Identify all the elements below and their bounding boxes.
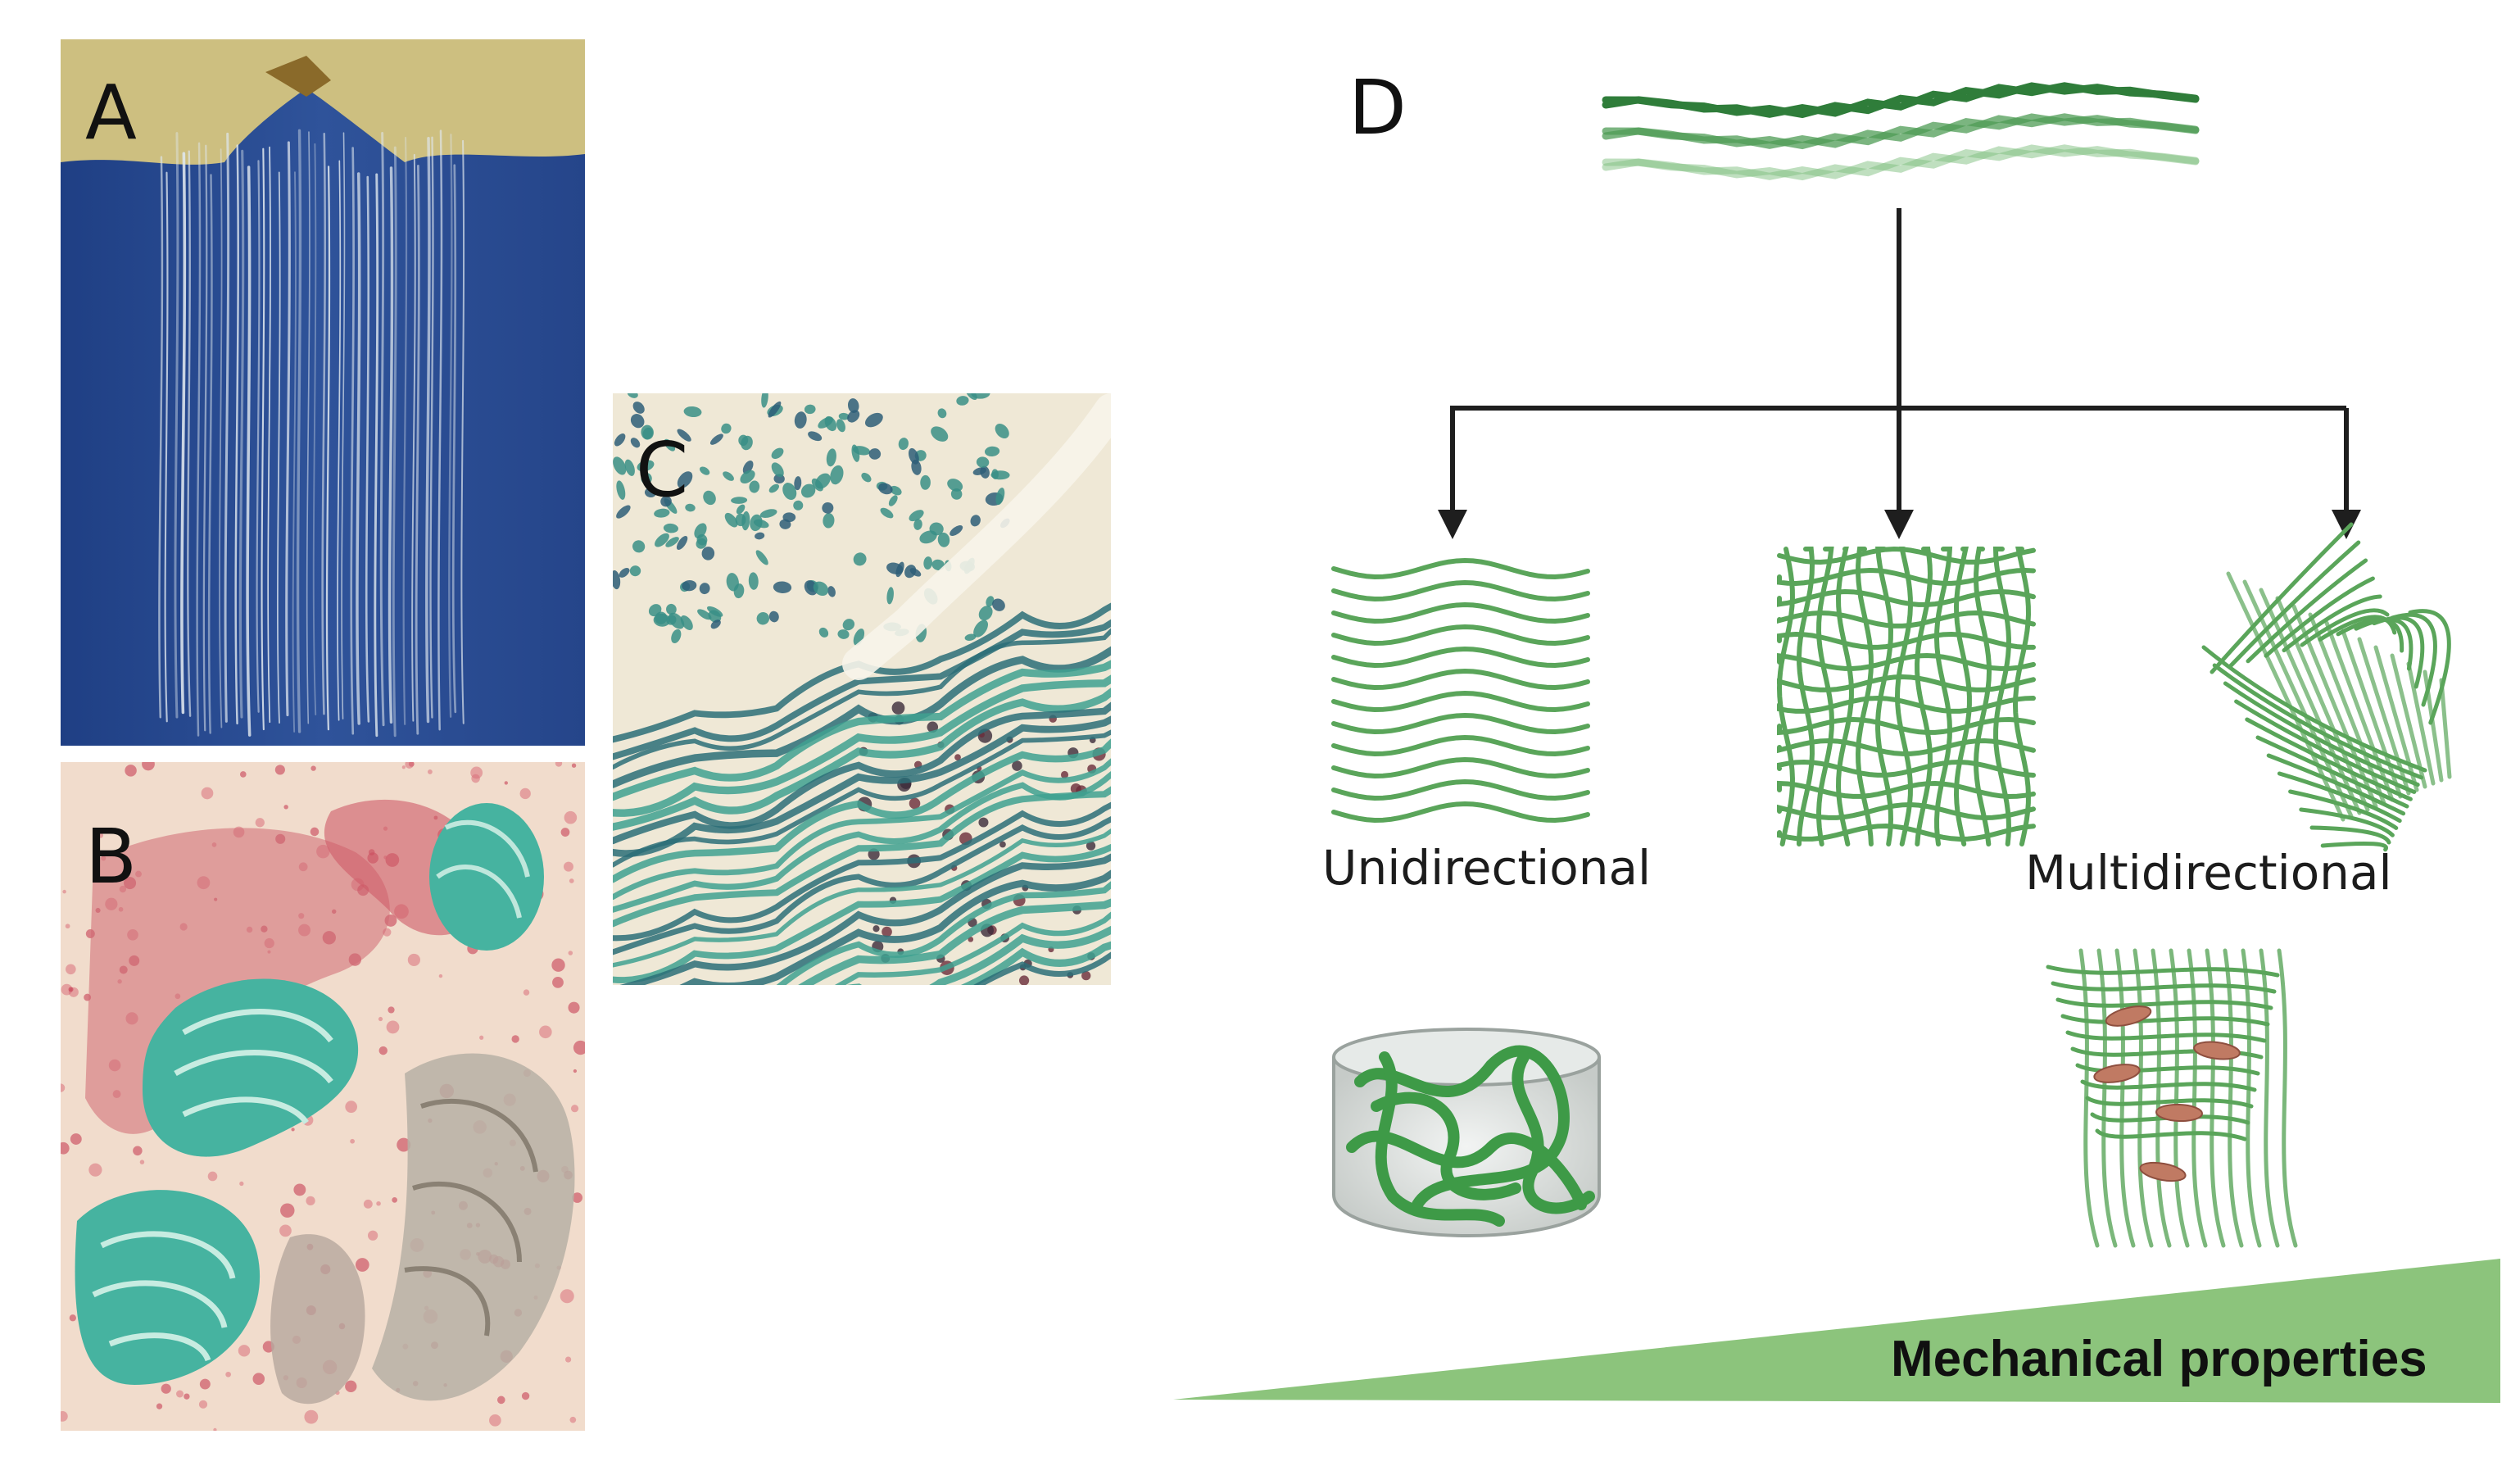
multidirectional-label: Multidirectional (2025, 845, 2392, 901)
panel-b-label: B (85, 813, 138, 901)
braided-fibers-icon (1602, 82, 2200, 181)
crossed-mesh-icon (1776, 547, 2036, 846)
hydrogel-cylinder-icon (1332, 1028, 1601, 1238)
panel-c-histology (613, 393, 1111, 985)
panel-a-label: A (85, 69, 137, 157)
cell-seeded-scaffold-icon (2046, 948, 2298, 1248)
histology-section-b (61, 762, 585, 1431)
unidirectional-label: Unidirectional (1322, 840, 1652, 896)
diagonal-mesh-icon (2201, 522, 2452, 852)
mechanical-properties-label: Mechanical properties (1891, 1331, 2427, 1387)
panel-b-histology (61, 762, 585, 1431)
histology-section-c (613, 393, 1111, 985)
unidirectional-fibers-icon (1331, 557, 1590, 823)
panel-c-label: C (636, 426, 689, 514)
panel-a-photo (61, 39, 585, 746)
fiber-bundle-photo (61, 39, 585, 746)
panel-d-label: D (1348, 64, 1407, 152)
branching-arrows (1438, 208, 2361, 539)
